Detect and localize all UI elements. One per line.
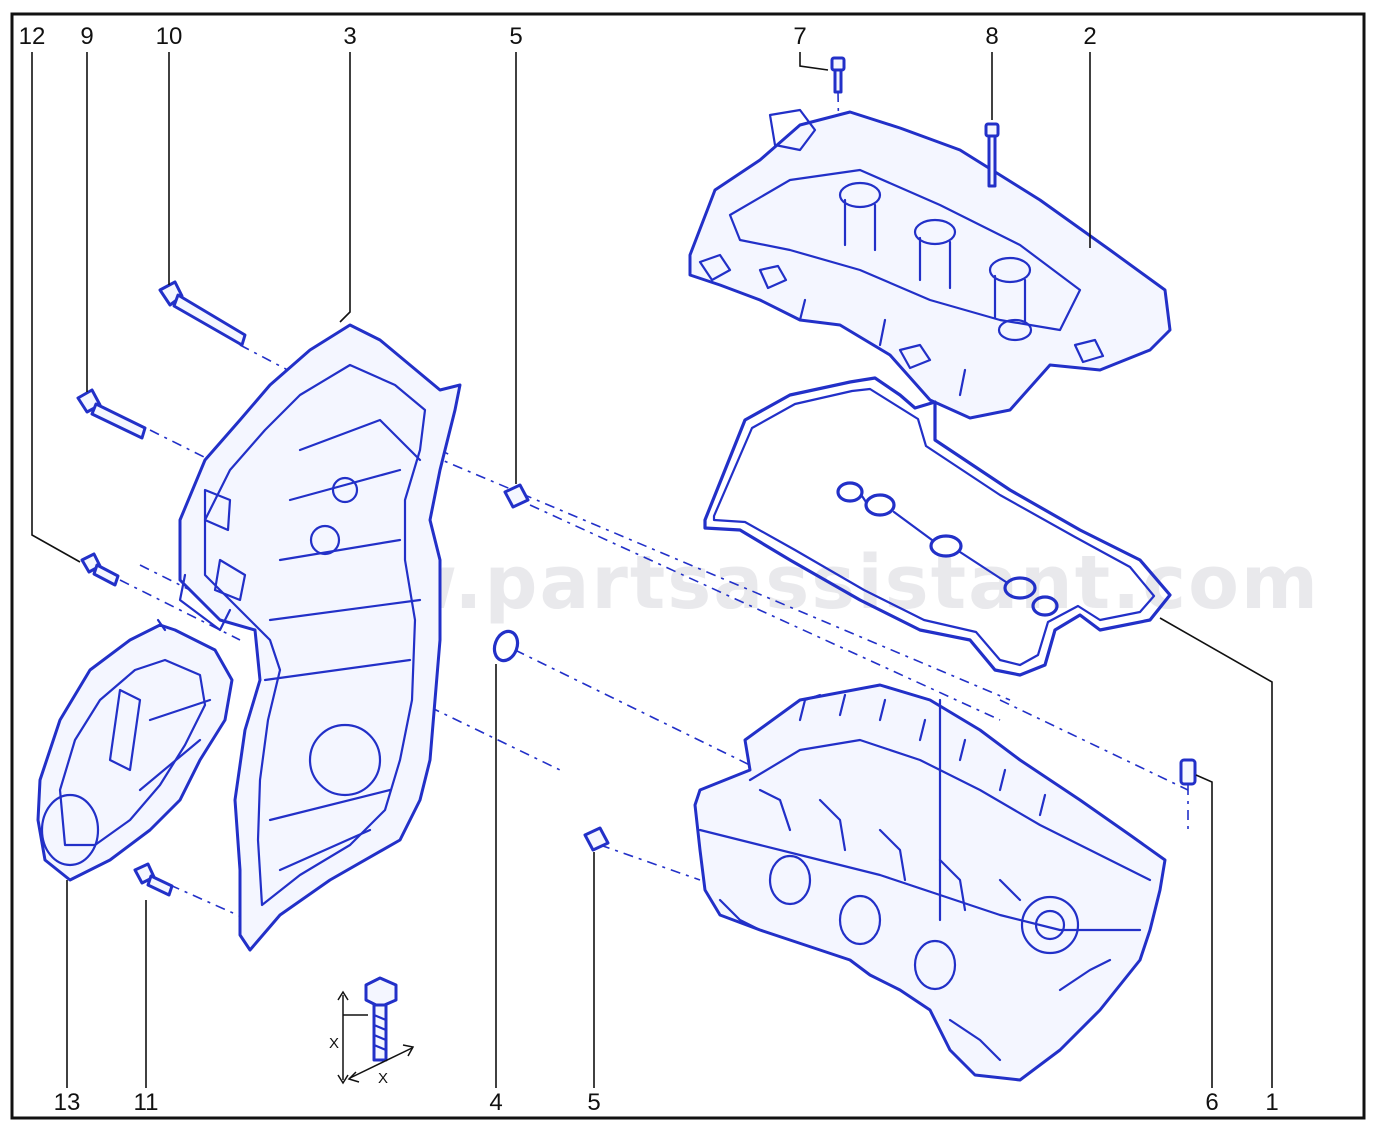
front-cover bbox=[36, 618, 234, 882]
diagram-frame bbox=[10, 12, 1366, 1120]
leader-lines bbox=[31, 52, 1273, 1088]
callout-6: 6 bbox=[1205, 1089, 1218, 1116]
callout-12: 12 bbox=[19, 23, 46, 50]
callout-9: 9 bbox=[80, 23, 93, 50]
bolt-10 bbox=[158, 280, 247, 347]
callout-numbers-top: 12 9 10 3 5 7 8 2 bbox=[19, 23, 1097, 50]
dowel-pin-6 bbox=[1179, 758, 1197, 786]
callout-numbers-bottom: 13 11 4 5 6 1 bbox=[54, 1089, 1279, 1116]
bolt-dimension-inset: X X bbox=[329, 976, 415, 1087]
callout-5-bottom: 5 bbox=[587, 1089, 600, 1116]
bolt-11 bbox=[133, 862, 174, 897]
dimension-label-vertical: X bbox=[329, 1035, 339, 1052]
valve-cover bbox=[688, 108, 1172, 420]
callout-4: 4 bbox=[489, 1089, 502, 1116]
dimension-label-diagonal: X bbox=[378, 1070, 388, 1087]
callout-7: 7 bbox=[793, 23, 806, 50]
callout-8: 8 bbox=[985, 23, 998, 50]
valve-cover-gasket bbox=[703, 376, 1172, 677]
bolt-7 bbox=[830, 56, 846, 94]
timing-cover bbox=[178, 323, 462, 952]
dowel-pin-upper bbox=[503, 483, 530, 509]
callout-10: 10 bbox=[156, 23, 183, 50]
spark-plug-seals bbox=[836, 481, 1059, 617]
callout-5-top: 5 bbox=[509, 23, 522, 50]
callout-1: 1 bbox=[1265, 1089, 1278, 1116]
callout-3: 3 bbox=[343, 23, 356, 50]
bolt-9 bbox=[76, 388, 147, 440]
bolt-12 bbox=[80, 552, 120, 587]
cylinder-head bbox=[693, 683, 1167, 1082]
callout-2: 2 bbox=[1083, 23, 1096, 50]
callout-13: 13 bbox=[54, 1089, 81, 1116]
bolt-8 bbox=[984, 122, 1000, 188]
seal-ring bbox=[492, 629, 520, 663]
dowel-pin-lower bbox=[583, 826, 610, 852]
callout-11: 11 bbox=[134, 1089, 159, 1116]
